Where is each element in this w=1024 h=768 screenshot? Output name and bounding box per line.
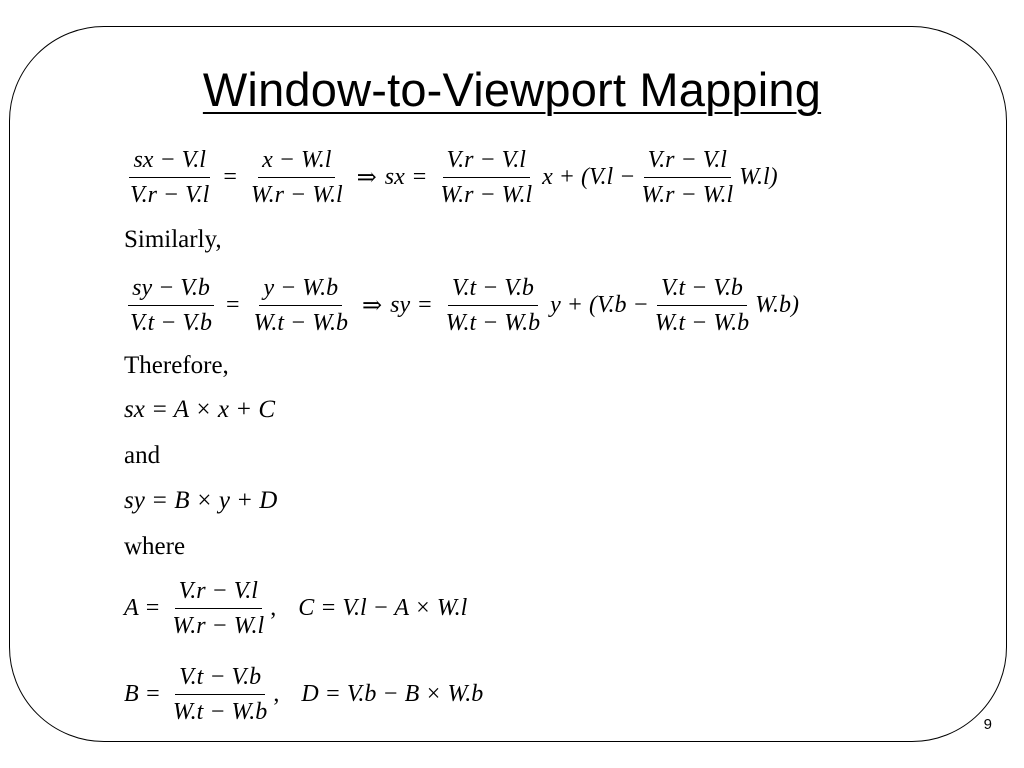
fraction-offset: V.t − V.b W.t − W.b (651, 271, 753, 340)
separator: , (270, 595, 277, 621)
denominator: W.r − W.l (641, 182, 734, 208)
fraction-b: V.t − V.b W.t − W.b (169, 660, 271, 729)
equals-sign: = (418, 292, 432, 318)
label-and: and (124, 442, 161, 469)
numerator: sy − V.b (128, 271, 214, 306)
denominator: V.t − V.b (130, 310, 212, 336)
page-number: 9 (983, 716, 992, 733)
fraction-a: V.r − V.l W.r − W.l (168, 574, 268, 643)
denominator: W.t − W.b (172, 699, 268, 725)
offset-tail: W.l) (739, 164, 778, 190)
numerator: sx − V.l (129, 143, 210, 178)
linear-term: x + (V.l − (542, 164, 636, 190)
denominator: W.r − W.l (172, 613, 265, 639)
label-similarly: Similarly, (124, 226, 222, 253)
numerator: V.t − V.b (656, 271, 747, 306)
fraction-scale: V.t − V.b W.t − W.b (442, 271, 544, 340)
coefficient-b-label: B = (124, 681, 161, 707)
fraction-mid: y − W.b W.t − W.b (250, 271, 352, 340)
fraction-lhs: sx − V.l V.r − V.l (126, 143, 213, 212)
label-where: where (124, 533, 186, 560)
equals-sign: = (412, 164, 427, 190)
numerator: V.r − V.l (174, 574, 262, 609)
label-therefore: Therefore, (124, 352, 229, 379)
equals-sign: = (223, 164, 237, 190)
offset-tail: W.b) (755, 292, 799, 318)
numerator: V.r − V.l (643, 143, 731, 178)
equals-sign: = (226, 292, 240, 318)
fraction-scale: V.r − V.l W.r − W.l (436, 143, 536, 212)
denominator: W.t − W.b (253, 310, 348, 336)
fraction-lhs: sy − V.b V.t − V.b (126, 271, 216, 340)
denominator: W.t − W.b (654, 310, 750, 336)
result-variable: sy (390, 292, 411, 318)
separator: , (273, 681, 280, 707)
equation-sx-linear: sx = A × x + C (124, 396, 276, 423)
denominator: W.r − W.l (440, 182, 533, 208)
fraction-mid: x − W.l W.r − W.l (247, 143, 347, 212)
linear-term: y + (V.b − (550, 292, 649, 318)
denominator: V.r − V.l (130, 182, 210, 208)
denominator: W.r − W.l (250, 182, 343, 208)
numerator: V.t − V.b (447, 271, 538, 306)
denominator: W.t − W.b (445, 310, 541, 336)
numerator: V.r − V.l (442, 143, 530, 178)
numerator: y − W.b (259, 271, 343, 306)
coefficient-c-definition: C = V.l − A × W.l (298, 595, 468, 621)
fraction-offset: V.r − V.l W.r − W.l (637, 143, 737, 212)
equation-a-c-definition: A = V.r − V.l W.r − W.l , C = V.l − A × … (124, 574, 467, 643)
slide-frame (9, 26, 1007, 742)
numerator: x − W.l (258, 143, 336, 178)
numerator: V.t − V.b (175, 660, 266, 695)
result-variable: sx (384, 164, 405, 190)
coefficient-a-label: A = (124, 595, 161, 621)
equation-sy-linear: sy = B × y + D (124, 487, 278, 514)
slide-title: Window-to-Viewport Mapping (202, 63, 822, 116)
equation-x-mapping: sx − V.l V.r − V.l = x − W.l W.r − W.l ⇒… (124, 143, 778, 212)
equation-b-d-definition: B = V.t − V.b W.t − W.b , D = V.b − B × … (124, 660, 483, 729)
implies-arrow: ⇒ (362, 293, 383, 319)
equation-y-mapping: sy − V.b V.t − V.b = y − W.b W.t − W.b ⇒… (124, 271, 799, 340)
coefficient-d-definition: D = V.b − B × W.b (301, 681, 484, 707)
implies-arrow: ⇒ (356, 165, 377, 191)
